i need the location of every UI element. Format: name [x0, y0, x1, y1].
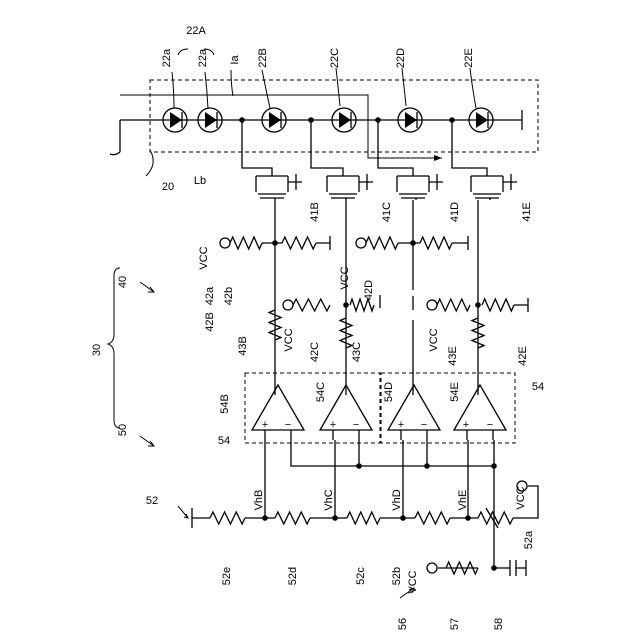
label-res-42b: 42b	[223, 287, 235, 305]
label-res-42a: 42a	[204, 286, 216, 305]
label-opamp-54B: 54B	[219, 394, 231, 414]
res-42a	[230, 237, 262, 249]
label-res-52b: 52b	[391, 567, 403, 585]
label-group-54-right: 54	[532, 381, 544, 393]
label-res-42D: 42D	[363, 280, 375, 300]
res-42D-a	[366, 237, 398, 249]
arrow-52	[178, 506, 188, 518]
label-divider-52: 52	[146, 495, 158, 507]
label-plus-1: +	[262, 419, 268, 431]
label-led-22a-2: 22a	[197, 48, 209, 67]
opamps	[252, 385, 506, 440]
label-opamp-54C: 54C	[315, 382, 327, 402]
label-vcc-1: VCC	[198, 246, 210, 269]
res-42E-b	[482, 299, 514, 311]
fet-41B	[256, 174, 302, 200]
label-led-22B: 22B	[257, 48, 269, 68]
fets	[256, 174, 517, 200]
label-vcc-2: VCC	[283, 328, 295, 351]
label-group-22A: 22A	[186, 25, 206, 37]
fet-41D	[397, 174, 443, 200]
label-res-52d: 52d	[287, 567, 299, 585]
opamp-54D	[388, 385, 440, 440]
label-VhB: VhB	[253, 490, 265, 511]
arrow-40	[140, 282, 154, 292]
res-52d	[275, 512, 310, 524]
label-res-43B: 43B	[237, 336, 249, 356]
res-43B	[269, 310, 281, 340]
label-vcc-3: VCC	[339, 266, 351, 289]
label-led-22D: 22D	[395, 48, 407, 68]
label-line-Lb: Lb	[194, 175, 206, 187]
label-res-42C: 42C	[309, 342, 321, 362]
label-res-42E: 42E	[517, 346, 529, 366]
label-res-52c: 52c	[355, 567, 367, 585]
res-52e	[210, 512, 245, 524]
label-opamp-54E: 54E	[449, 382, 461, 402]
label-vcc-4: VCC	[428, 328, 440, 351]
arrow-50	[140, 436, 154, 446]
label-vcc-6: VCC	[407, 570, 419, 593]
label-minus-2: −	[353, 419, 359, 431]
label-plus-2: +	[330, 419, 336, 431]
label-res-43C: 43C	[351, 342, 363, 362]
label-VhE: VhE	[457, 490, 469, 511]
label-plus-3: +	[398, 419, 404, 431]
label-opamp-54D: 54D	[383, 382, 395, 402]
res-42b	[282, 237, 316, 249]
label-led-22a-1: 22a	[161, 48, 173, 67]
opamp-block-54	[245, 373, 515, 443]
block-braces	[108, 268, 154, 446]
label-res-57: 57	[449, 618, 461, 630]
label-fet-41D: 41D	[449, 202, 461, 222]
fet-41C	[327, 174, 373, 200]
label-VhD: VhD	[391, 489, 403, 510]
res-42E-a	[437, 299, 470, 311]
label-block-50: 50	[117, 424, 129, 436]
label-block-40: 40	[117, 276, 129, 288]
label-res-52e: 52e	[221, 567, 233, 585]
label-node-56: 56	[397, 618, 409, 630]
label-cap-58: 58	[493, 618, 505, 630]
fet-drain-wiring	[242, 120, 487, 176]
label-module-20: 20	[162, 181, 174, 193]
label-VhC: VhC	[323, 489, 335, 510]
label-vcc-5: VCC	[515, 486, 527, 509]
label-res-43E: 43E	[447, 346, 459, 366]
label-minus-3: −	[421, 419, 427, 431]
res-42C-a	[293, 299, 330, 311]
fet-41E	[471, 174, 517, 200]
label-current-Ia: Ia	[229, 55, 241, 65]
label-plus-4: +	[463, 419, 469, 431]
string-input-lead	[110, 120, 120, 155]
label-res-52a: 52a	[523, 530, 535, 549]
label-minus-1: −	[285, 419, 291, 431]
bias-network-40	[220, 200, 481, 395]
res-52c	[347, 512, 380, 524]
label-led-22C: 22C	[329, 48, 341, 68]
label-minus-4: −	[487, 419, 493, 431]
opamp-54E	[454, 385, 506, 440]
res-42D-b	[420, 237, 452, 249]
label-fet-41C: 41C	[381, 202, 393, 222]
label-block-30: 30	[91, 344, 103, 356]
label-group-54-left: 54	[218, 435, 230, 447]
res-52b	[415, 512, 450, 524]
brace-30	[108, 268, 120, 428]
res-43E	[472, 318, 484, 348]
label-fet-41B: 41B	[309, 202, 321, 222]
res-57	[446, 562, 478, 574]
leader-20	[146, 150, 153, 176]
res-52a	[478, 512, 513, 524]
opamp-54B	[252, 385, 304, 440]
label-led-22E: 22E	[463, 48, 475, 68]
label-res-42B: 42B	[204, 312, 216, 332]
label-fet-41E: 41E	[521, 202, 533, 222]
